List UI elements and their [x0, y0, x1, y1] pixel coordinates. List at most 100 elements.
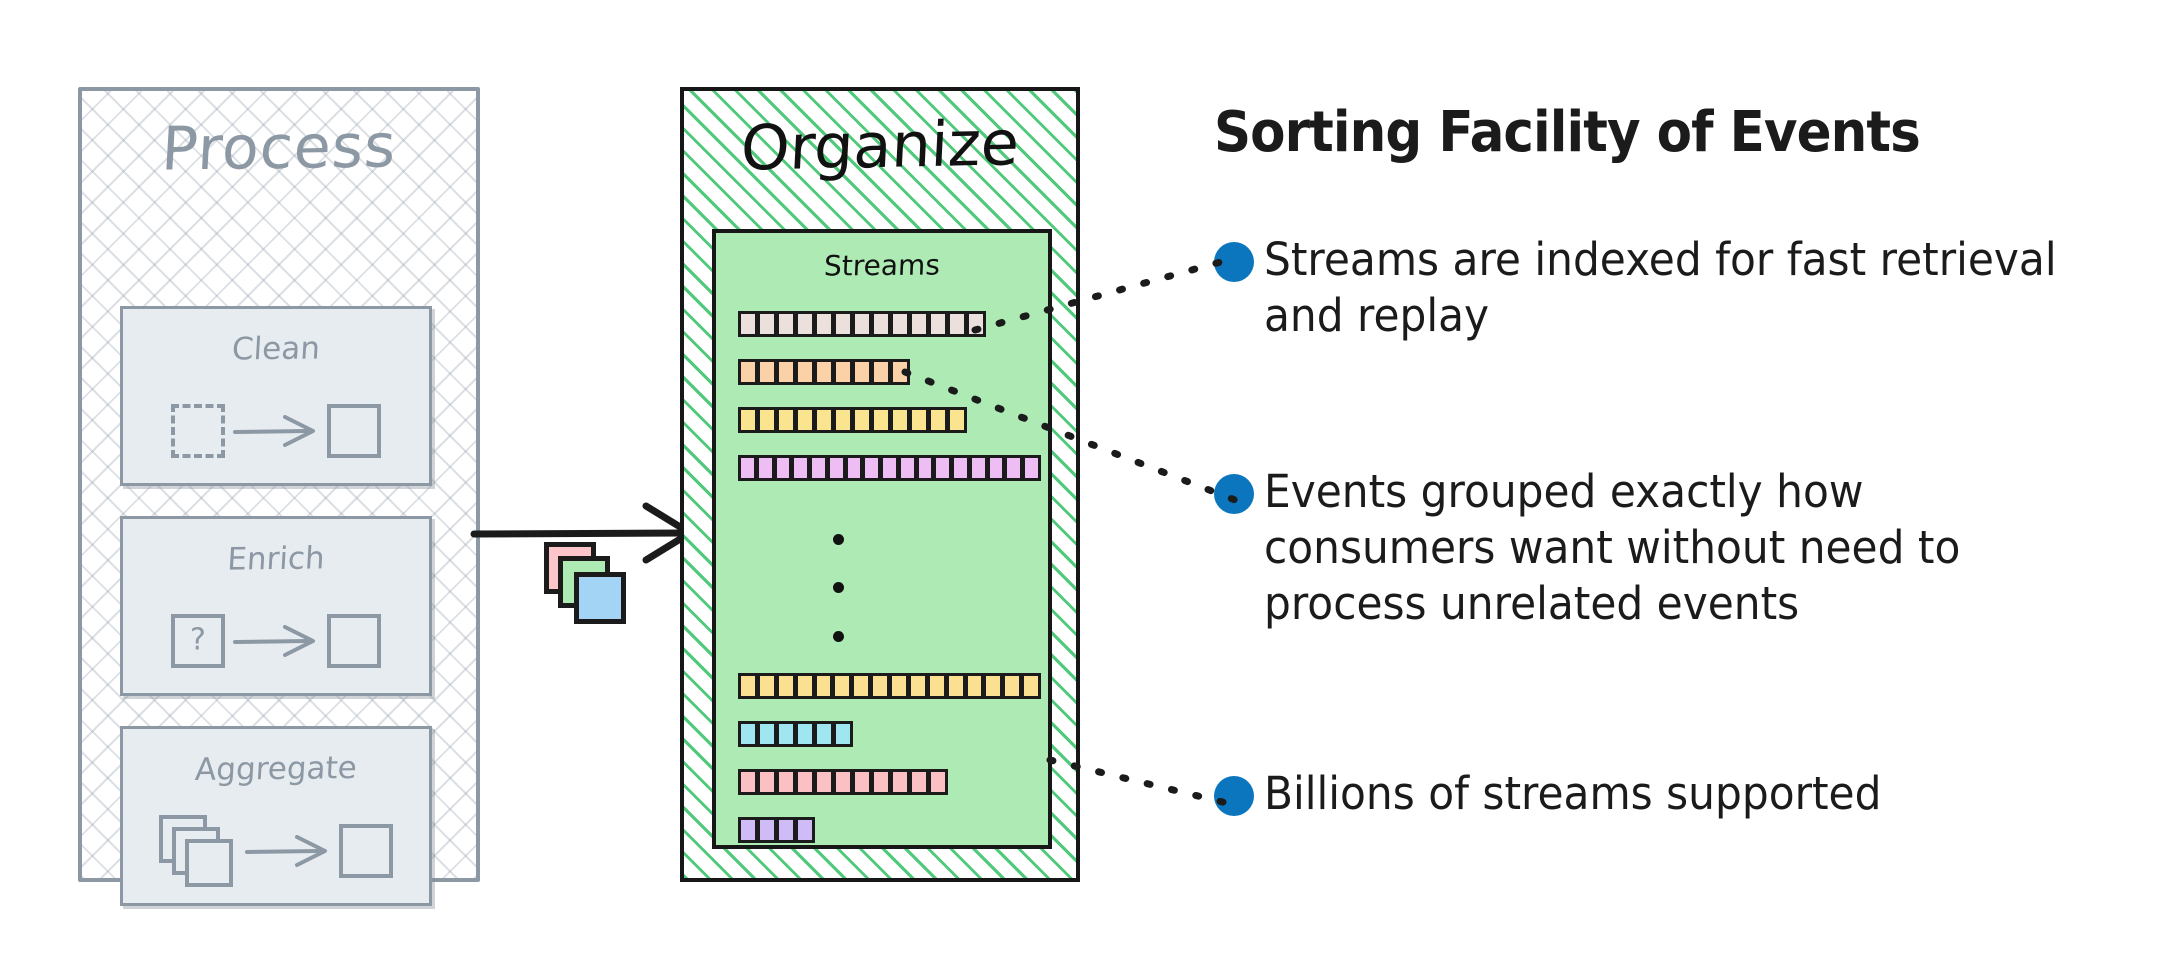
callout-bullet-text: Billions of streams supported: [1264, 767, 1882, 820]
stream-segment: [738, 769, 758, 795]
stream-segment: [928, 407, 948, 433]
page-title: Sorting Facility of Events: [1214, 100, 1921, 165]
stream-segment: [776, 359, 796, 385]
stream-segment: [833, 769, 853, 795]
stream-bar-5: [738, 673, 1041, 699]
question-square-icon: ?: [171, 614, 225, 668]
stream-segment: [964, 673, 985, 699]
stream-segment: [933, 455, 953, 481]
stream-segment: [945, 673, 966, 699]
stream-bar-8: [738, 817, 1040, 843]
stream-segment: [986, 455, 1006, 481]
callout-bullet-text: Events grouped exactly how consumers wan…: [1264, 465, 1961, 630]
stream-bar-2: [738, 359, 1040, 385]
stream-segment: [809, 455, 828, 481]
stream-segment: [795, 769, 815, 795]
event-card-blue: [574, 572, 626, 624]
stream-segment: [852, 769, 872, 795]
process-to-organize-connector: [470, 490, 710, 640]
streams-ellipsis: [738, 503, 938, 673]
stream-segment: [738, 359, 758, 385]
stacked-squares-icon: [159, 815, 237, 887]
bullet-dot-icon: [1214, 242, 1254, 282]
stream-bar-7: [738, 769, 1040, 795]
stream-segment: [833, 721, 853, 747]
process-panel: Process Clean Enrich ?: [78, 87, 480, 906]
stream-segment: [1021, 673, 1041, 699]
stream-segment: [928, 311, 948, 337]
process-card-icons: [123, 811, 429, 891]
process-card-clean[interactable]: Clean: [120, 306, 432, 486]
stream-segment: [814, 311, 834, 337]
square-icon: [327, 404, 381, 458]
stream-segment: [757, 721, 777, 747]
stream-segment: [814, 769, 834, 795]
stream-bars-list: [738, 311, 1042, 865]
stream-segment: [890, 359, 910, 385]
callout-bullet-text: Streams are indexed for fast retrieval a…: [1264, 233, 2057, 342]
callout-panel: Sorting Facility of Events Streams are i…: [1214, 100, 2144, 820]
stream-segment: [738, 311, 758, 337]
stream-bar-1: [738, 311, 1040, 337]
stream-segment: [947, 311, 967, 337]
stream-segment: [890, 769, 910, 795]
square-icon: [339, 824, 393, 878]
stream-segment: [776, 769, 796, 795]
organize-panel: Organize Streams: [680, 87, 1080, 882]
stream-segment: [871, 311, 891, 337]
callout-bullet-2: Events grouped exactly how consumers wan…: [1214, 464, 2114, 631]
stream-bar-6: [738, 721, 1040, 747]
stream-segment: [757, 769, 777, 795]
stream-segment: [926, 673, 947, 699]
stream-segment: [915, 455, 935, 481]
stream-segment: [756, 673, 777, 699]
stream-segment: [983, 673, 1004, 699]
stream-segment: [907, 673, 928, 699]
process-card-aggregate[interactable]: Aggregate: [120, 726, 432, 906]
process-panel-title: Process: [159, 111, 399, 185]
stream-segment: [1002, 673, 1023, 699]
stream-segment: [776, 311, 796, 337]
square-icon: [327, 614, 381, 668]
stream-segment: [795, 721, 815, 747]
stacked-event-cards-icon: [544, 542, 634, 624]
stream-segment: [755, 455, 775, 481]
stream-segment: [951, 455, 970, 481]
arrow-right-icon: [233, 415, 315, 447]
stream-segment: [757, 817, 777, 843]
stream-segment: [947, 407, 967, 433]
dashed-square-icon: [171, 404, 225, 458]
stream-segment: [757, 311, 777, 337]
streams-title: Streams: [823, 248, 941, 283]
stream-segment: [814, 407, 834, 433]
stream-segment: [871, 769, 891, 795]
stream-segment: [890, 407, 910, 433]
stream-bar-4: [738, 455, 1042, 481]
stream-segment: [852, 359, 872, 385]
bullet-dot-icon: [1214, 776, 1254, 816]
process-card-icons: ?: [123, 601, 429, 681]
stream-segment: [776, 407, 796, 433]
stream-segment: [897, 455, 917, 481]
process-card-enrich[interactable]: Enrich ?: [120, 516, 432, 696]
stream-segment: [776, 721, 796, 747]
process-card-label: Clean: [230, 330, 322, 368]
stream-segment: [870, 673, 890, 699]
stream-segment: [909, 407, 929, 433]
stream-segment: [795, 817, 815, 843]
stream-segment: [757, 359, 777, 385]
stream-segment: [795, 311, 815, 337]
stream-segment: [814, 721, 834, 747]
process-card-icons: [123, 391, 429, 471]
stream-segment: [826, 455, 846, 481]
streams-box: Streams: [712, 229, 1052, 849]
stream-segment: [813, 673, 834, 699]
organize-panel-title: Organize: [739, 106, 1021, 185]
arrow-right-icon: [233, 625, 315, 657]
stream-segment: [773, 455, 793, 481]
stream-segment: [738, 721, 758, 747]
stream-segment: [1022, 455, 1042, 481]
stream-segment: [890, 311, 910, 337]
stream-segment: [851, 673, 872, 699]
